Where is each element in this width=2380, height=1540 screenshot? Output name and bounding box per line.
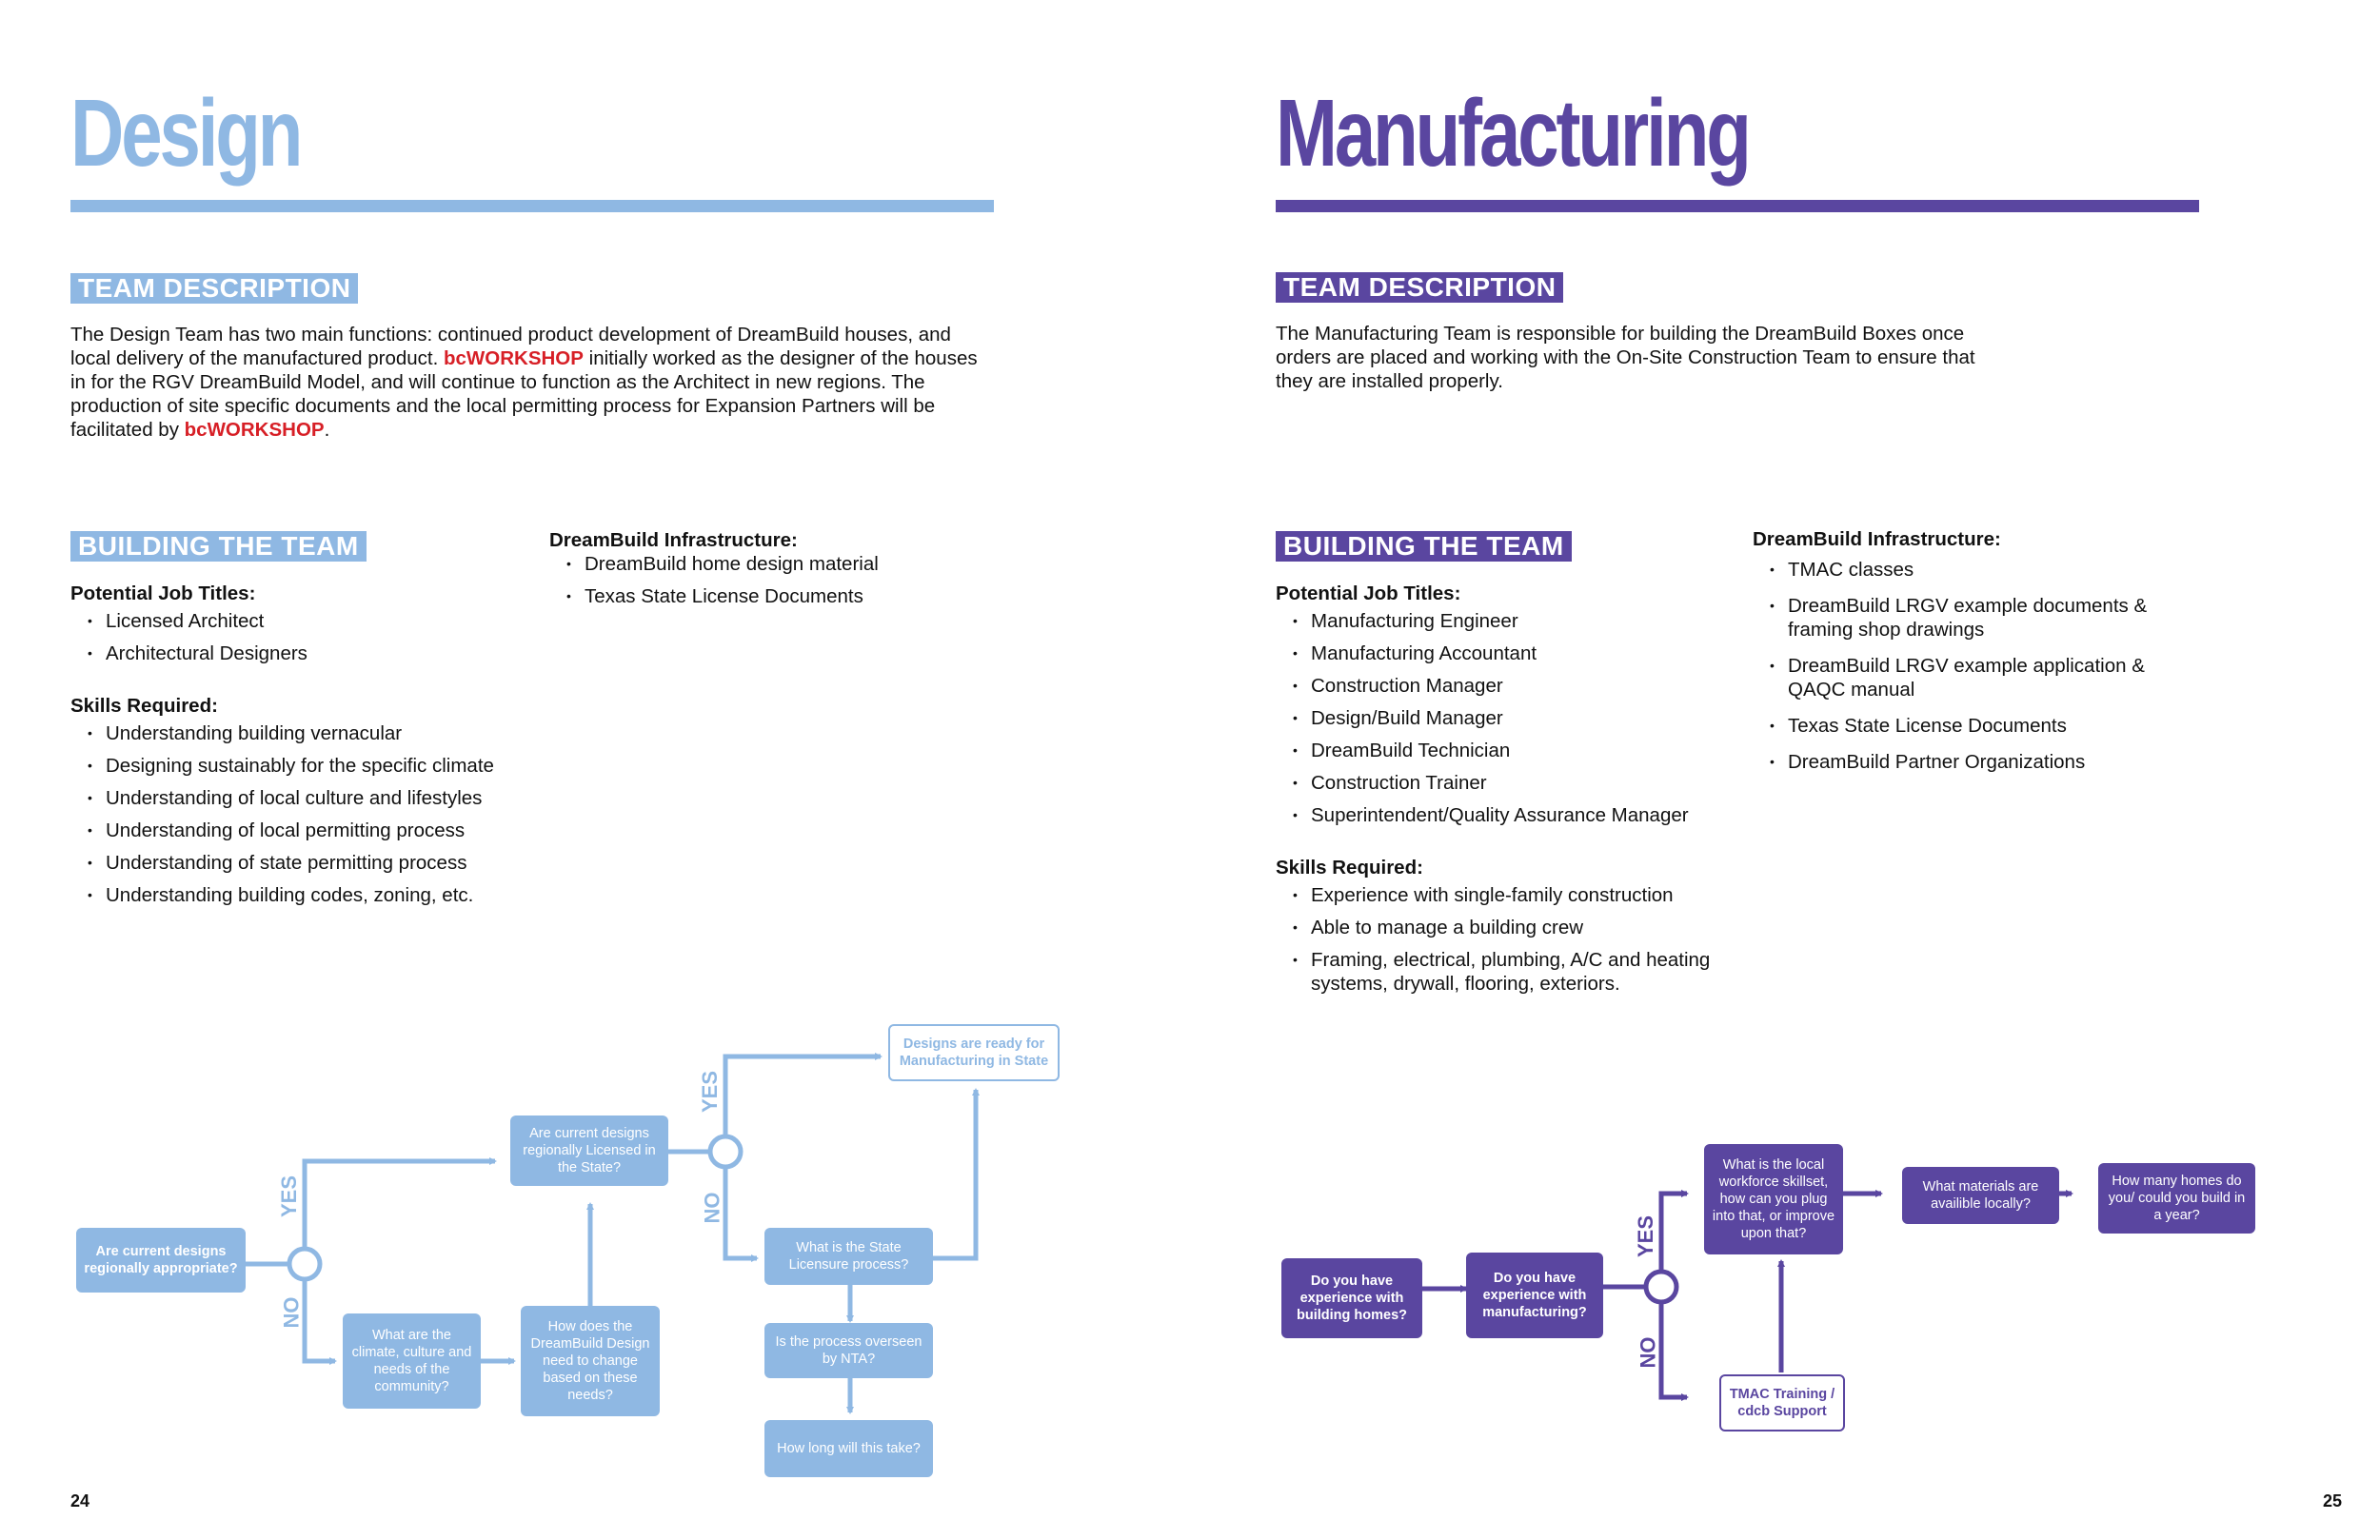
- manufacturing-job-titles-label: Potential Job Titles:: [1276, 582, 1461, 604]
- manufacturing-title: Manufacturing: [1276, 80, 1752, 187]
- design-flow-yes-label-2: YES: [698, 1070, 723, 1114]
- manufacturing-flow-yes-label: YES: [1634, 1214, 1658, 1258]
- design-description: The Design Team has two main functions: …: [70, 323, 994, 442]
- manufacturing-flow-materials-node: What materials are availible locally?: [1902, 1167, 2059, 1224]
- manufacturing-building-label: BUILDING THE TEAM: [1276, 531, 1572, 562]
- list-item: DreamBuild Technician: [1276, 739, 1733, 762]
- manufacturing-infra-list: TMAC classes DreamBuild LRGV example doc…: [1753, 558, 2162, 786]
- design-flow-no-label-2: NO: [700, 1192, 724, 1224]
- list-item: Understanding of local permitting proces…: [70, 819, 565, 842]
- list-item: Design/Build Manager: [1276, 706, 1733, 730]
- page-number: 25: [2323, 1491, 2343, 1510]
- design-brand-1: bcWORKSHOP: [444, 347, 584, 369]
- design-infra-list: DreamBuild home design material Texas St…: [549, 552, 978, 617]
- design-team-description-label: TEAM DESCRIPTION: [70, 273, 359, 304]
- list-item: TMAC classes: [1753, 558, 2162, 582]
- design-desc-part2: initially worked as the designer of the …: [70, 347, 978, 441]
- design-building-label: BUILDING THE TEAM: [70, 531, 367, 562]
- list-item: Experience with single-family constructi…: [1276, 883, 1733, 907]
- list-item: Understanding of state permitting proces…: [70, 851, 565, 875]
- list-item: DreamBuild LRGV example documents & fram…: [1753, 594, 2162, 642]
- list-item: Architectural Designers: [70, 642, 508, 665]
- design-flow-howlong-node: How long will this take?: [764, 1420, 933, 1477]
- list-item: Superintendent/Quality Assurance Manager: [1276, 803, 1733, 827]
- list-item: Able to manage a building crew: [1276, 916, 1733, 939]
- design-flow-change-node: How does the DreamBuild Design need to c…: [521, 1306, 660, 1416]
- design-desc-part1: The Design Team has two main functions: …: [70, 324, 951, 369]
- design-flow-start-node: Are current designs regionally appropria…: [76, 1228, 246, 1293]
- manufacturing-skills-label: Skills Required:: [1276, 857, 1423, 879]
- list-item: DreamBuild home design material: [549, 552, 978, 576]
- manufacturing-job-titles-list: Manufacturing Engineer Manufacturing Acc…: [1276, 609, 1733, 836]
- page-number: 24: [70, 1491, 90, 1510]
- design-infra-label: DreamBuild Infrastructure:: [549, 529, 798, 551]
- design-job-titles-label: Potential Job Titles:: [70, 582, 256, 604]
- list-item: Framing, electrical, plumbing, A/C and h…: [1276, 948, 1733, 996]
- manufacturing-flow-mfg-node: Do you have experience with manufacturin…: [1466, 1253, 1603, 1338]
- list-item: Understanding building codes, zoning, et…: [70, 883, 565, 907]
- page-manufacturing: Manufacturing TEAM DESCRIPTION The Manuf…: [1190, 0, 2380, 1540]
- list-item: Construction Manager: [1276, 674, 1733, 698]
- page-design: Design TEAM DESCRIPTION The Design Team …: [0, 0, 1190, 1540]
- list-item: DreamBuild Partner Organizations: [1753, 750, 2162, 774]
- design-flow-process-node: What is the State Licensure process?: [764, 1228, 933, 1285]
- list-item: Understanding of local culture and lifes…: [70, 786, 565, 810]
- list-item: Construction Trainer: [1276, 771, 1733, 795]
- list-item: Texas State License Documents: [549, 584, 978, 608]
- design-brand-2: bcWORKSHOP: [184, 419, 325, 441]
- design-flow-ready-node: Designs are ready for Manufacturing in S…: [888, 1024, 1060, 1081]
- list-item: Licensed Architect: [70, 609, 508, 633]
- design-flow-no-label-1: NO: [279, 1296, 304, 1329]
- design-title: Design: [70, 80, 303, 187]
- list-item: DreamBuild LRGV example application & QA…: [1753, 654, 2162, 701]
- list-item: Designing sustainably for the specific c…: [70, 754, 565, 778]
- design-desc-part3: .: [324, 419, 330, 441]
- manufacturing-flow-workforce-node: What is the local workforce skillset, ho…: [1704, 1144, 1843, 1254]
- manufacturing-team-description-label: TEAM DESCRIPTION: [1276, 272, 1564, 303]
- list-item: Texas State License Documents: [1753, 714, 2162, 738]
- design-job-titles-list: Licensed Architect Architectural Designe…: [70, 609, 508, 674]
- manufacturing-title-rule: [1276, 200, 2199, 212]
- design-title-rule: [70, 200, 994, 212]
- list-item: Manufacturing Accountant: [1276, 642, 1733, 665]
- list-item: Manufacturing Engineer: [1276, 609, 1733, 633]
- manufacturing-infra-label: DreamBuild Infrastructure:: [1753, 528, 2001, 550]
- manufacturing-flow-tmac-node: TMAC Training / cdcb Support: [1719, 1374, 1845, 1431]
- manufacturing-flow-no-label: NO: [1636, 1336, 1660, 1369]
- manufacturing-flow-howmany-node: How many homes do you/ could you build i…: [2098, 1163, 2255, 1234]
- list-item: Understanding building vernacular: [70, 721, 565, 745]
- manufacturing-flow-homes-node: Do you have experience with building hom…: [1281, 1258, 1422, 1338]
- manufacturing-skills-list: Experience with single-family constructi…: [1276, 883, 1733, 1004]
- design-flowchart-connectors: [246, 1053, 980, 1414]
- design-skills-label: Skills Required:: [70, 695, 218, 717]
- design-flow-climate-node: What are the climate, culture and needs …: [343, 1313, 481, 1409]
- manufacturing-description: The Manufacturing Team is responsible fo…: [1276, 323, 1975, 392]
- design-flow-yes-label-1: YES: [277, 1175, 302, 1218]
- design-flow-nta-node: Is the process overseen by NTA?: [764, 1323, 933, 1378]
- design-flow-licensed-node: Are current designs regionally Licensed …: [510, 1116, 668, 1186]
- design-skills-list: Understanding building vernacular Design…: [70, 721, 565, 916]
